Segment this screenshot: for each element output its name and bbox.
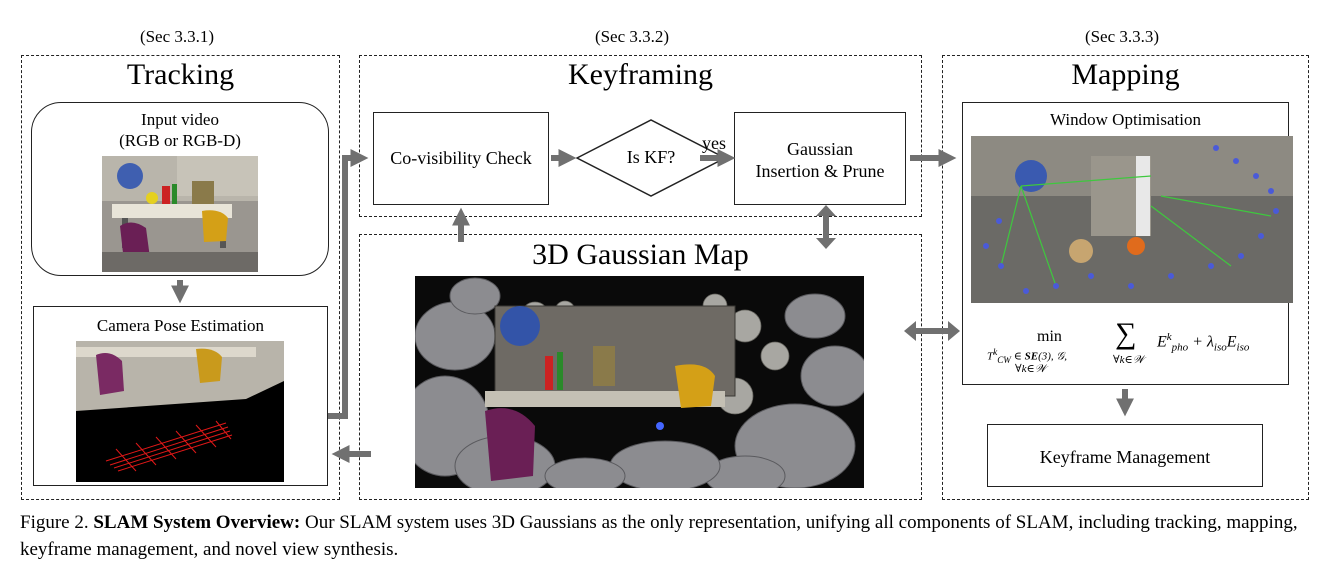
mapping-panel <box>942 55 1309 500</box>
gaussian-map-title: 3D Gaussian Map <box>532 238 749 271</box>
keyframing-title: Keyframing <box>568 58 713 91</box>
keyframe-management-box: Keyframe Management <box>987 424 1263 487</box>
gaussian-map-panel <box>359 234 922 500</box>
covisibility-label: Co-visibility Check <box>390 148 532 168</box>
input-video-label: Input video <box>141 110 219 129</box>
covisibility-box: Co-visibility Check <box>373 112 549 205</box>
double-arrow-gaussian-map <box>816 205 836 249</box>
double-arrow-map-mapping <box>904 321 960 341</box>
yes-label: yes <box>702 133 726 153</box>
tracking-section-label: (Sec 3.3.1) <box>139 27 215 46</box>
keyframe-management-label: Keyframe Management <box>1039 447 1211 467</box>
gaussian-line2: Insertion & Prune <box>755 161 885 181</box>
caption-text: Our SLAM system uses 3D Gaussians as the… <box>20 512 1298 560</box>
window-optimisation-label: Window Optimisation <box>1050 110 1201 129</box>
camera-pose-box: Camera Pose Estimation <box>33 306 328 486</box>
mapping-section-label: (Sec 3.3.3) <box>1084 27 1160 46</box>
gaussian-map-image <box>415 276 864 488</box>
input-video-box: Input video (RGB or RGB-D) <box>31 102 329 276</box>
figure-caption: Figure 2. SLAM System Overview: Our SLAM… <box>20 509 1315 563</box>
gaussian-insertion-box: Gaussian Insertion & Prune <box>734 112 906 205</box>
gaussian-line1: Gaussian <box>787 139 853 159</box>
camera-pose-image <box>76 341 284 482</box>
keyframing-panel <box>359 55 922 217</box>
tracking-panel <box>21 55 340 500</box>
window-optimisation-box: Window Optimisation min TkCW ∈ SE(3), <box>962 102 1293 385</box>
caption-prefix: Figure 2. <box>20 512 94 533</box>
tracking-title: Tracking <box>126 58 235 91</box>
mapping-title: Mapping <box>1071 58 1180 91</box>
caption-bold: SLAM System Overview: <box>93 512 301 533</box>
input-video-sub-label: (RGB or RGB-D) <box>119 131 241 150</box>
window-optimisation-image <box>971 136 1293 303</box>
camera-pose-label: Camera Pose Estimation <box>96 316 265 335</box>
keyframing-section-label: (Sec 3.3.2) <box>594 27 670 46</box>
is-kf-label: Is KF? <box>626 147 676 167</box>
arrow-pose-to-covis <box>328 149 369 419</box>
input-video-image <box>102 156 258 272</box>
